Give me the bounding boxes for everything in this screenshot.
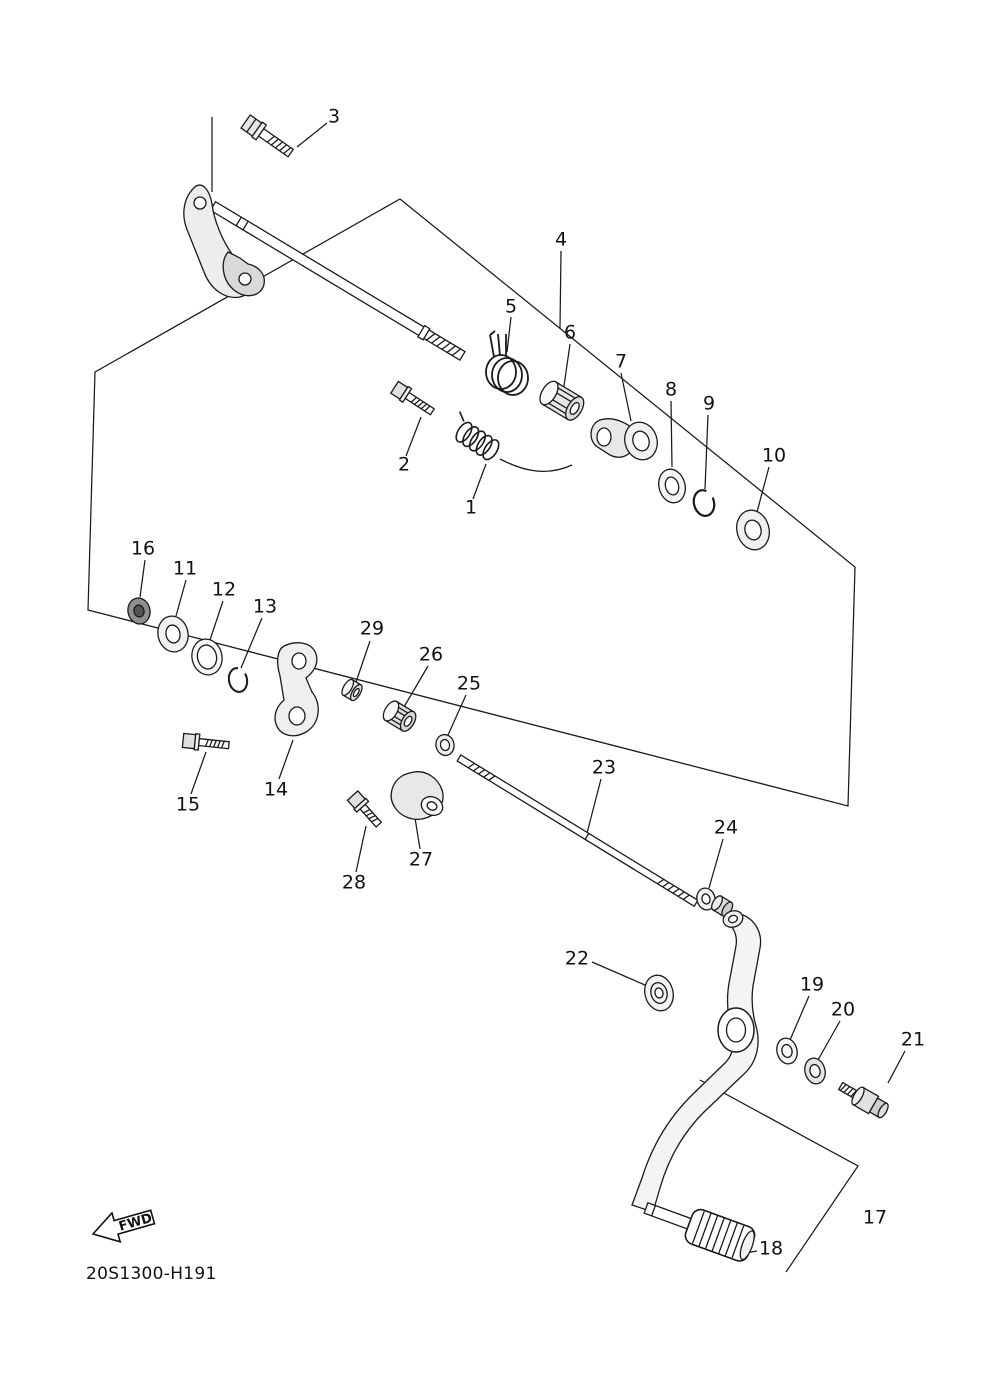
part-24-washer-set (696, 887, 734, 917)
callout-17: 17 (862, 1206, 888, 1229)
callout-1: 1 (464, 496, 478, 519)
callout-12: 12 (211, 578, 237, 601)
leader-lines (139, 122, 906, 1273)
callout-29: 29 (359, 617, 385, 640)
part-28-bolt (346, 789, 383, 828)
callout-27: 27 (408, 848, 434, 871)
callout-24: 24 (713, 816, 739, 839)
callout-2: 2 (397, 453, 411, 476)
callout-15: 15 (175, 793, 201, 816)
callout-16: 16 (130, 537, 156, 560)
callout-28: 28 (341, 871, 367, 894)
callout-11: 11 (172, 557, 198, 580)
callout-3: 3 (327, 105, 341, 128)
part-19-washer (776, 1037, 798, 1065)
part-27-joint (390, 771, 444, 821)
fwd-arrow: FWD (91, 1209, 156, 1243)
callout-6: 6 (563, 321, 577, 344)
part-13-circlip (227, 667, 249, 693)
part-1-spring (455, 411, 573, 472)
part-9-circlip (692, 489, 716, 517)
part-2-bolt (389, 380, 436, 416)
reference-frame (87, 117, 856, 807)
callout-19: 19 (799, 973, 825, 996)
callout-14: 14 (263, 778, 289, 801)
callout-4: 4 (554, 228, 568, 251)
part-6-collar (539, 380, 585, 421)
part-shift-shaft (183, 184, 466, 362)
part-18-pedal-rubber (684, 1208, 756, 1262)
callout-21: 21 (900, 1028, 926, 1051)
part-15-bolt (181, 732, 230, 751)
callout-13: 13 (252, 595, 278, 618)
part-8-washer (658, 468, 686, 504)
diagram-code: 20S1300-H191 (86, 1264, 217, 1284)
callout-5: 5 (504, 295, 518, 318)
part-17-pedal-arm (631, 910, 762, 1230)
part-14-stopper-plate (274, 642, 319, 737)
part-11-washer (157, 615, 189, 653)
callout-23: 23 (591, 756, 617, 779)
part-20-lock-washer (804, 1057, 826, 1085)
part-16-bushing (127, 597, 151, 625)
part-12-washer (191, 638, 223, 676)
callout-26: 26 (418, 643, 444, 666)
part-21-bolt (837, 1081, 889, 1119)
part-3-bolt (240, 114, 295, 158)
part-29-collar (341, 678, 363, 702)
callout-25: 25 (456, 672, 482, 695)
part-22-washer (644, 974, 674, 1012)
fwd-label: FWD (117, 1211, 154, 1235)
part-10-washer (736, 509, 770, 551)
callout-8: 8 (664, 378, 678, 401)
callout-9: 9 (702, 392, 716, 415)
callout-18: 18 (758, 1237, 784, 1260)
callout-20: 20 (830, 998, 856, 1021)
callout-7: 7 (614, 350, 628, 373)
part-5-torsion-spring (485, 330, 529, 396)
callout-22: 22 (564, 947, 590, 970)
callout-10: 10 (761, 444, 787, 467)
part-7-arm (590, 418, 658, 461)
part-23-rod (456, 754, 699, 908)
part-25-nut (435, 733, 455, 757)
part-26-boss (382, 700, 417, 732)
